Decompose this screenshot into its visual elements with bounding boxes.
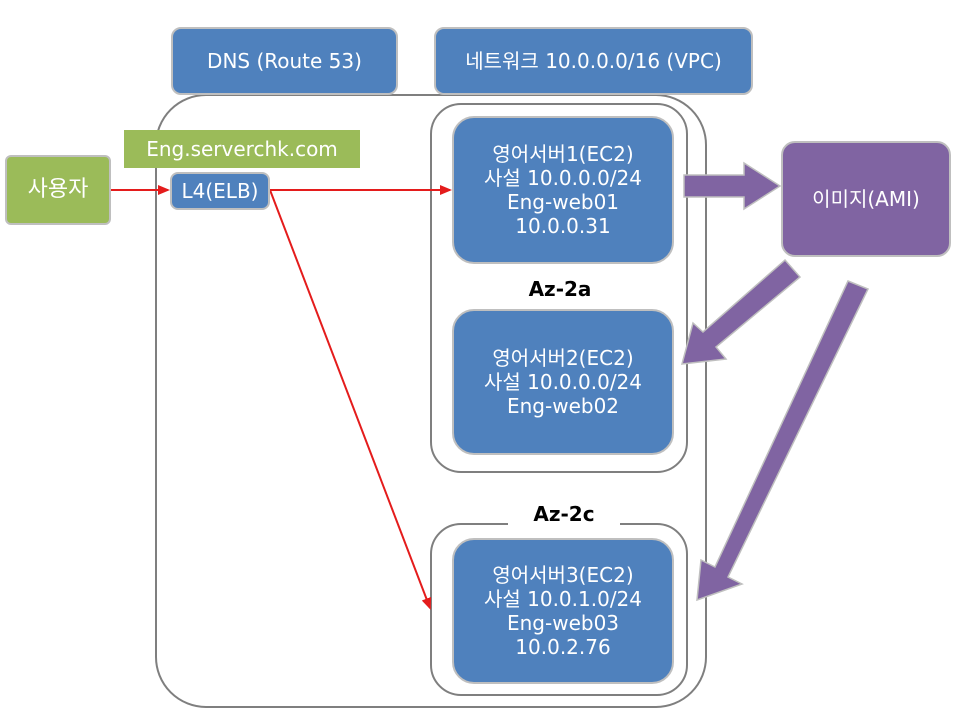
arrow-server1-to-ami	[683, 161, 782, 211]
vpc-label: 네트워크 10.0.0.0/16 (VPC)	[465, 49, 722, 73]
server-3-line-1: 영어서버3(EC2)	[492, 563, 634, 587]
elb-label: L4(ELB)	[181, 179, 259, 203]
arrow-elb-to-server3	[269, 189, 432, 610]
server-3-line-3: Eng-web03	[506, 611, 620, 635]
vpc-box: 네트워크 10.0.0.0/16 (VPC)	[434, 27, 753, 95]
server-1-box: 영어서버1(EC2) 사설 10.0.0.0/24 Eng-web01 10.0…	[452, 116, 674, 264]
server-2-box: 영어서버2(EC2) 사설 10.0.0.0/24 Eng-web02	[452, 309, 674, 455]
arrow-ami-to-server2	[680, 258, 802, 365]
dns-label: DNS (Route 53)	[207, 49, 362, 73]
server-2-line-1: 영어서버2(EC2)	[492, 346, 634, 370]
user-box: 사용자	[5, 155, 111, 225]
domain-name-label: Eng.serverchk.com	[146, 137, 338, 161]
server-1-line-2: 사설 10.0.0.0/24	[483, 166, 643, 190]
vpc-outline	[155, 94, 707, 708]
user-label: 사용자	[27, 176, 89, 202]
server-2-line-2: 사설 10.0.0.0/24	[483, 370, 643, 394]
az-2c-label: Az-2c	[508, 493, 620, 535]
server-3-line-2: 사설 10.0.1.0/24	[483, 587, 643, 611]
dns-box: DNS (Route 53)	[171, 27, 398, 95]
elb-box: L4(ELB)	[170, 172, 270, 210]
az-2a-label: Az-2a	[504, 268, 616, 310]
server-1-line-3: Eng-web01	[506, 190, 620, 214]
server-1-line-1: 영어서버1(EC2)	[492, 142, 634, 166]
ami-box: 이미지(AMI)	[781, 141, 951, 257]
server-2-line-3: Eng-web02	[506, 394, 620, 418]
server-3-box: 영어서버3(EC2) 사설 10.0.1.0/24 Eng-web03 10.0…	[452, 538, 674, 684]
ami-label: 이미지(AMI)	[812, 187, 920, 211]
server-1-line-4: 10.0.0.31	[515, 214, 611, 238]
arrow-ami-to-server3	[696, 280, 870, 602]
domain-name-box: Eng.serverchk.com	[124, 130, 360, 168]
server-3-line-4: 10.0.2.76	[515, 635, 611, 659]
az-2a-outline	[430, 103, 688, 473]
